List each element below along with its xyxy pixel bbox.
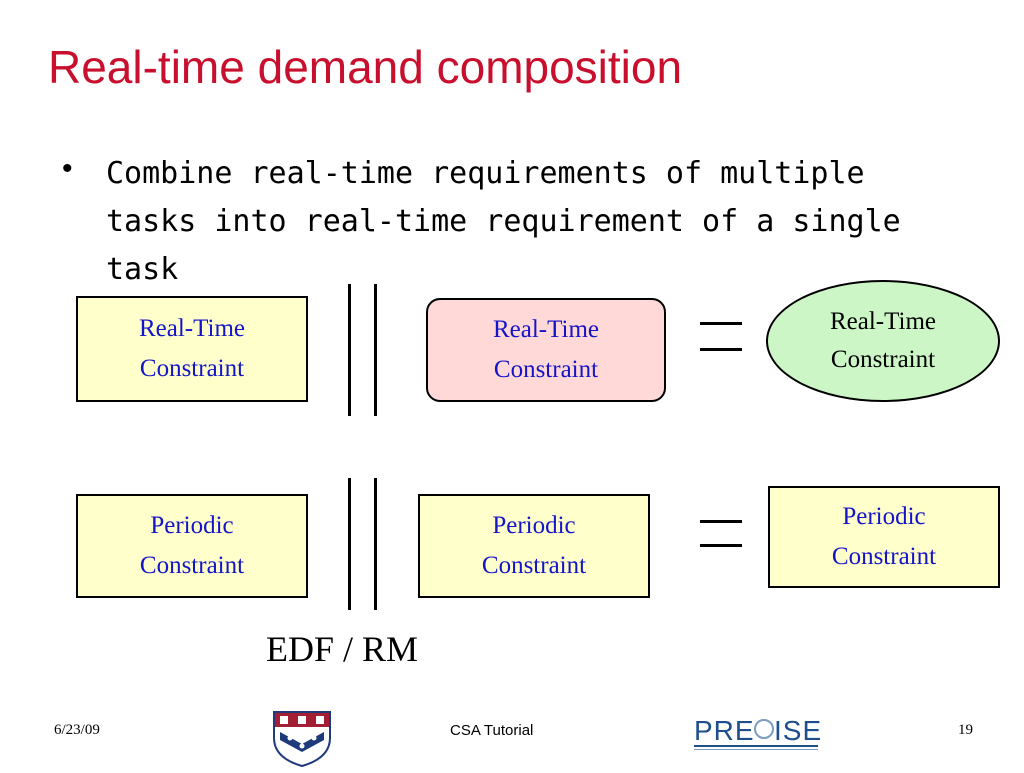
box-label: Periodic Constraint (831, 503, 937, 570)
periodic-constraint-box-left: Periodic Constraint (76, 494, 308, 598)
equals-bar-top (700, 322, 742, 325)
bullet-dot: • (62, 152, 73, 185)
equals-bar-top (700, 520, 742, 523)
parallel-bar-right (374, 284, 377, 416)
precise-logo: PRE ISE (694, 714, 821, 759)
box-label: Real-Time Constraint (829, 308, 937, 373)
periodic-constraint-box-result: Periodic Constraint (768, 486, 1000, 588)
footer-title: CSA Tutorial (450, 722, 534, 739)
realtime-constraint-oval-result: Real-Time Constraint (766, 280, 1000, 402)
realtime-constraint-box-middle: Real-Time Constraint (426, 298, 666, 402)
bullet-text: Combine real-time requirements of multip… (106, 156, 901, 287)
periodic-constraint-box-middle: Periodic Constraint (418, 494, 650, 598)
box-label: Periodic Constraint (139, 512, 245, 579)
footer-date: 6/23/09 (54, 722, 100, 738)
scheduler-label: EDF / RM (266, 629, 419, 669)
svg-text:PRE: PRE (694, 715, 755, 746)
university-shield-logo (272, 710, 332, 773)
slide-title: Real-time demand composition (48, 41, 683, 93)
box-label: Periodic Constraint (481, 512, 587, 579)
equals-bar-bottom (700, 348, 742, 351)
parallel-bar-left (348, 284, 351, 416)
box-label: Real-Time Constraint (492, 316, 600, 383)
box-label: Real-Time Constraint (138, 315, 246, 382)
realtime-constraint-box-left: Real-Time Constraint (76, 296, 308, 402)
svg-text:ISE: ISE (774, 715, 820, 746)
page-number: 19 (958, 722, 973, 738)
parallel-bar-left (348, 478, 351, 610)
equals-bar-bottom (700, 544, 742, 547)
parallel-bar-right (374, 478, 377, 610)
